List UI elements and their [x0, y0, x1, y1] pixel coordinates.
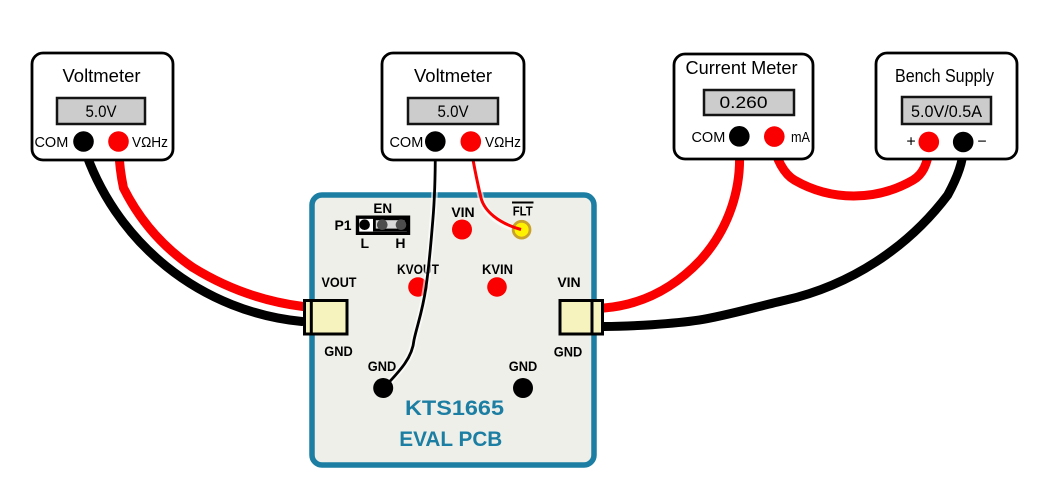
svg-text:VΩHz: VΩHz: [132, 135, 168, 151]
svg-text:0.260: 0.260: [720, 93, 768, 112]
svg-text:−: −: [977, 134, 986, 151]
svg-text:EVAL PCB: EVAL PCB: [399, 427, 502, 451]
svg-text:VOUT: VOUT: [322, 274, 357, 290]
svg-text:GND: GND: [509, 358, 538, 374]
svg-text:H: H: [395, 235, 405, 251]
svg-text:KVIN: KVIN: [482, 261, 513, 277]
svg-text:GND: GND: [368, 358, 397, 374]
svg-text:+: +: [906, 134, 915, 151]
svg-text:COM: COM: [34, 135, 68, 151]
svg-text:P1: P1: [334, 217, 351, 233]
svg-text:KVOUT: KVOUT: [397, 261, 439, 277]
svg-text:5.0V: 5.0V: [438, 102, 470, 121]
svg-text:5.0V/0.5A: 5.0V/0.5A: [911, 102, 983, 121]
svg-text:KTS1665: KTS1665: [405, 396, 504, 420]
svg-text:Bench Supply: Bench Supply: [895, 65, 995, 86]
svg-text:COM: COM: [691, 130, 725, 146]
svg-text:L: L: [361, 235, 370, 251]
svg-text:Voltmeter: Voltmeter: [63, 65, 141, 86]
svg-text:VIN: VIN: [451, 204, 474, 220]
svg-text:5.0V: 5.0V: [86, 102, 118, 121]
svg-text:VIN: VIN: [557, 274, 580, 290]
svg-text:VΩHz: VΩHz: [485, 135, 521, 151]
svg-text:GND: GND: [554, 344, 583, 360]
svg-text:Voltmeter: Voltmeter: [414, 65, 492, 86]
svg-text:EN: EN: [373, 201, 392, 216]
svg-text:mA: mA: [791, 130, 810, 146]
svg-text:FLT: FLT: [513, 205, 533, 219]
svg-text:COM: COM: [389, 135, 423, 151]
svg-text:Current Meter: Current Meter: [686, 57, 798, 78]
svg-text:GND: GND: [324, 343, 353, 359]
